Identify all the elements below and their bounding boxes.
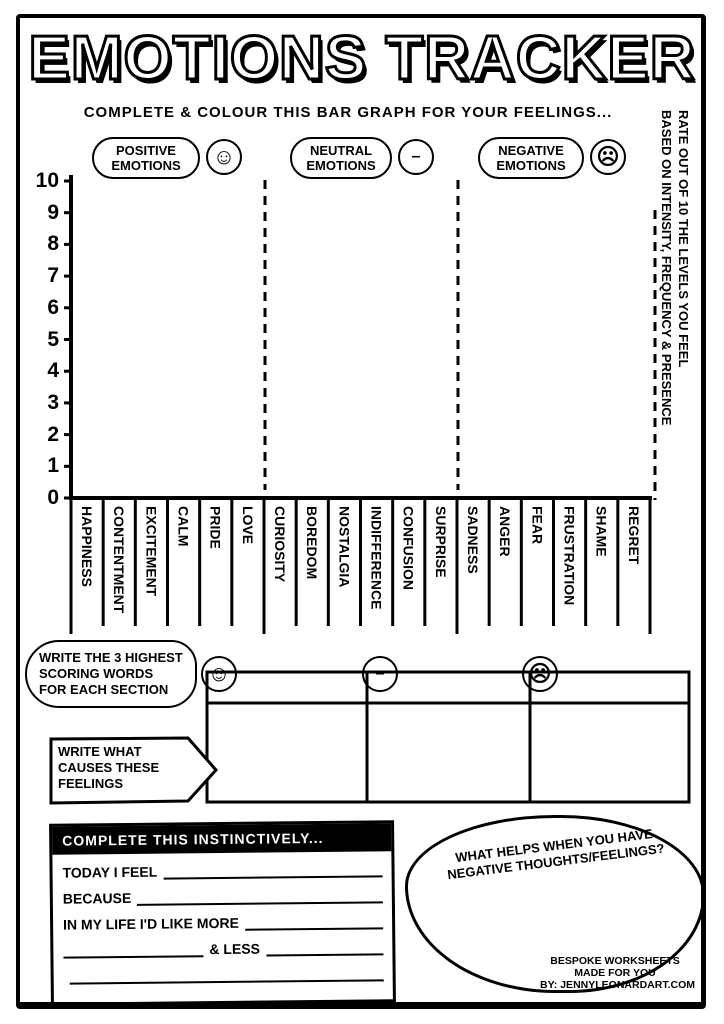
causes-arrow-box [49,736,219,805]
y-tick-label: 4 [47,359,59,383]
emotion-label-nostalgia: Nostalgia [336,506,353,588]
y-tick-label: 5 [47,327,59,351]
subtitle: Complete & colour this bar graph for you… [83,104,613,121]
today-i-feel-line[interactable]: Today I feel [62,861,383,881]
emotion-label-indifference: Indifference [368,506,385,610]
because-line[interactable]: Because [63,887,383,907]
y-tick-label: 7 [47,264,59,288]
emotion-label-curiosity: Curiosity [272,506,288,583]
highest-scoring-note: Write the 3 highest scoring words for ea… [25,640,197,708]
y-tick-label: 8 [47,232,59,256]
y-tick-label: 6 [47,295,59,319]
credits: Bespoke worksheets made for you By: jenn… [540,955,695,991]
sad-face-icon: ☹ [590,139,626,175]
words-causes-table [205,670,691,804]
emotion-label-pride: Pride [207,506,224,549]
neutral-face-icon: – [398,139,434,175]
emotion-label-anger: Anger [497,506,514,557]
what-helps-cloud: What helps when you have negative though… [405,815,705,993]
complete-instinctively-box: Complete this instinctively... Today I f… [49,820,396,1006]
emotion-label-fear: Fear [529,506,546,545]
y-tick-label: 1 [47,454,59,478]
page-border [16,14,706,1009]
y-tick-label: 3 [47,390,59,414]
sad-face-icon: ☹ [522,656,558,692]
neutral-emotions-label: Neutral emotions [290,137,392,179]
emotion-label-happiness: Happiness [79,506,95,587]
emotion-label-love: Love [239,506,256,545]
negative-emotions-label: Negative emotions [478,137,584,179]
positive-emotions-label: Positive emotions [92,137,200,179]
emotion-label-contentment: Contentment [111,506,128,614]
emotion-label-shame: Shame [593,506,610,557]
rate-instructions: Rate out of 10 the levels you feelbased … [659,110,691,426]
y-tick-label: 10 [35,169,59,192]
smiley-icon: ☺ [206,139,242,175]
bar-graph-grid [64,175,657,634]
blank-line[interactable] [64,969,384,985]
y-tick-label: 2 [47,422,59,446]
emotion-label-sadness: Sadness [465,506,481,574]
more-line[interactable]: In my life I'd like more [63,913,384,933]
emotion-label-frustration: Frustration [561,506,578,606]
causes-note: Write what causes these feelings [58,744,160,791]
y-tick-label: 9 [47,200,59,224]
page-title: Emotions Tracker [27,23,696,95]
emotion-label-boredom: Boredom [304,506,321,580]
emotion-label-surprise: Surprise [432,506,449,578]
y-tick-label: 0 [47,486,59,509]
less-line[interactable]: & less [63,939,384,959]
emotion-label-regret: Regret [625,506,642,565]
complete-header: Complete this instinctively... [52,823,392,855]
emotion-label-excitement: Excitement [143,506,160,597]
emotion-label-confusion: Confusion [400,506,417,590]
emotion-label-calm: Calm [175,506,192,547]
